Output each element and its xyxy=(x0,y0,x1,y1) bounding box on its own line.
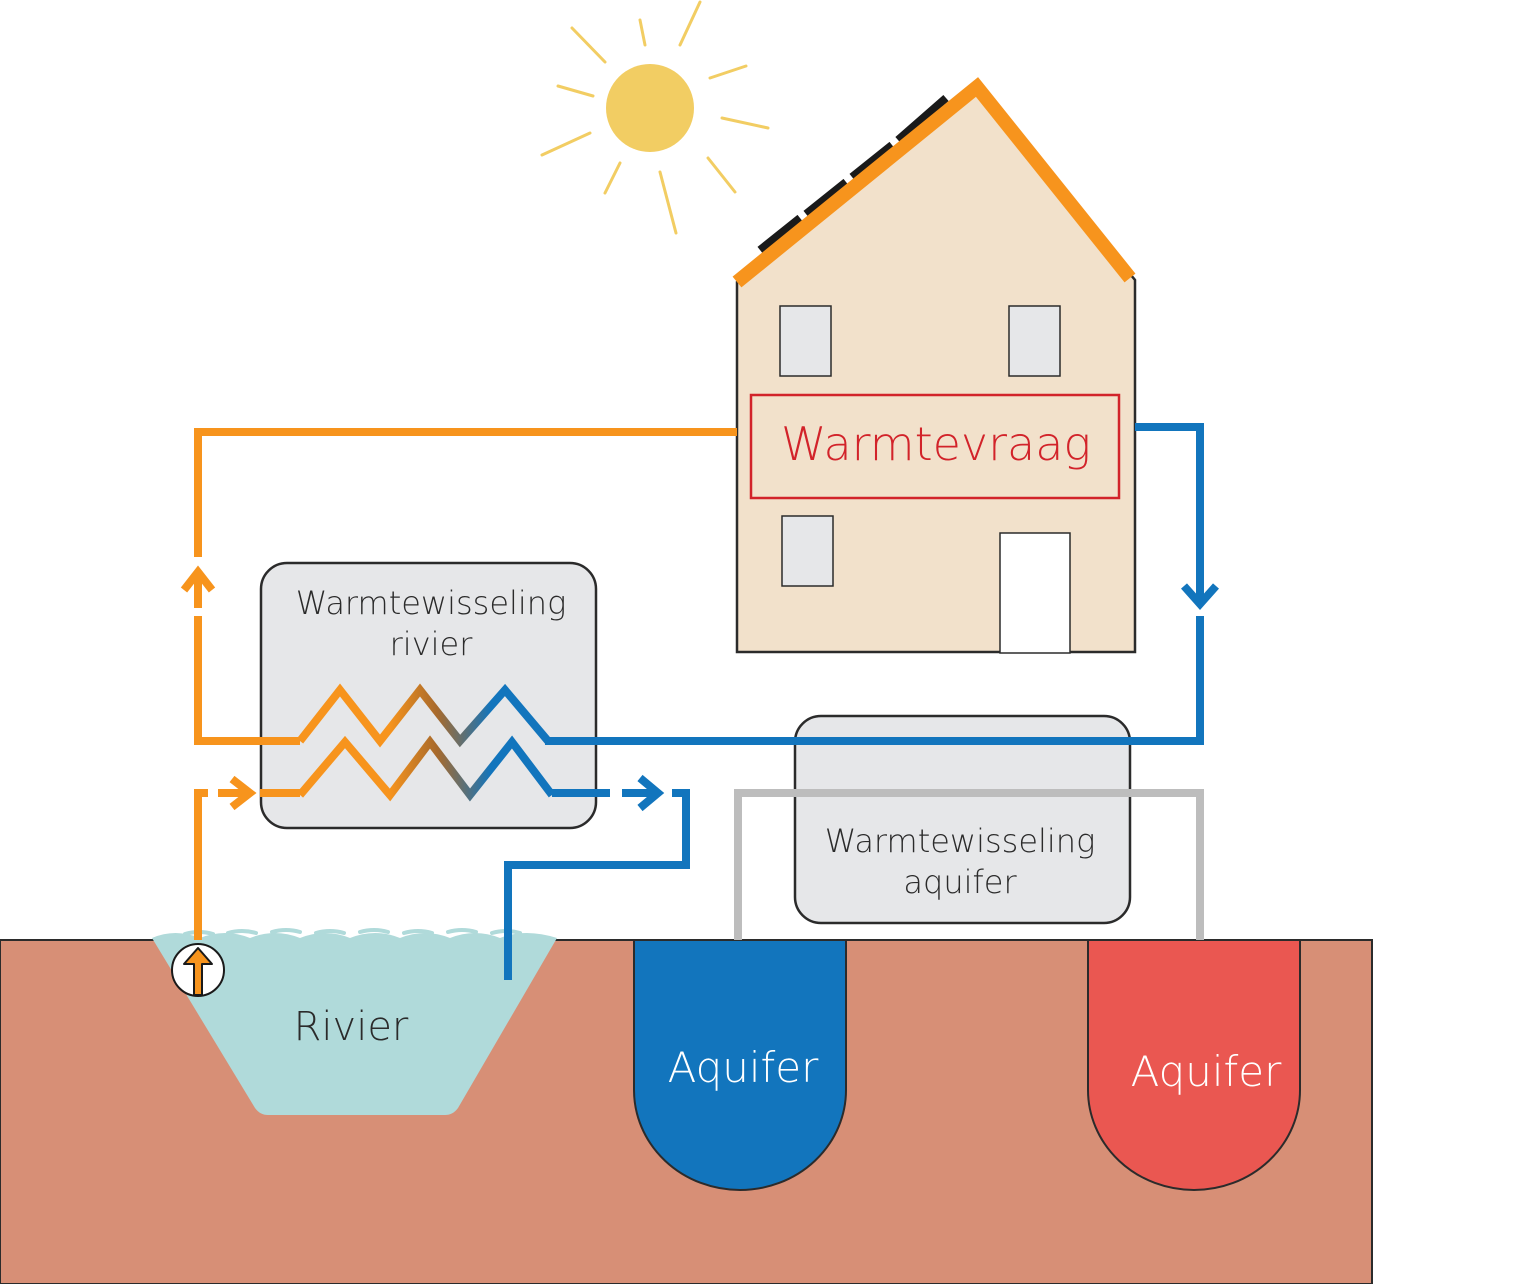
aquifer-cold-label: Aquifer xyxy=(668,1043,820,1092)
hx-river-label-1: Warmtewisseling xyxy=(296,584,567,622)
hot-supply-pipe xyxy=(180,428,737,745)
coil-top xyxy=(296,683,552,748)
cold-return-pipe xyxy=(545,423,1219,745)
sun-icon xyxy=(540,0,770,235)
heat-demand-label: Warmtevraag xyxy=(781,417,1091,471)
hx-aquifer-label-2: aquifer xyxy=(903,863,1017,901)
window xyxy=(779,305,832,377)
aquifer-cold: Aquifer xyxy=(633,939,847,1191)
grey-pipe-aquifers xyxy=(734,789,1204,940)
heat-demand-box xyxy=(749,393,1121,500)
heat-exchanger-aquifer: Warmtewisseling aquifer xyxy=(793,714,1132,925)
hx-aquifer-label-1: Warmtewisseling xyxy=(825,822,1096,860)
coil-bottom xyxy=(296,735,556,802)
house: Warmtevraag xyxy=(732,77,1137,654)
window xyxy=(1008,305,1061,377)
solar-panel-icon xyxy=(757,94,949,254)
window xyxy=(781,515,834,587)
hx-river-label-2: rivier xyxy=(390,625,474,663)
aquifer-warm-label: Aquifer xyxy=(1131,1047,1283,1096)
roof xyxy=(732,77,1136,288)
river-label: Rivier xyxy=(294,1004,409,1050)
river-intake-pipe xyxy=(194,775,300,940)
river-outlet-pipe xyxy=(504,774,690,980)
aquifer-warm: Aquifer xyxy=(1087,939,1301,1191)
door xyxy=(999,532,1071,654)
pump-icon xyxy=(171,943,225,997)
